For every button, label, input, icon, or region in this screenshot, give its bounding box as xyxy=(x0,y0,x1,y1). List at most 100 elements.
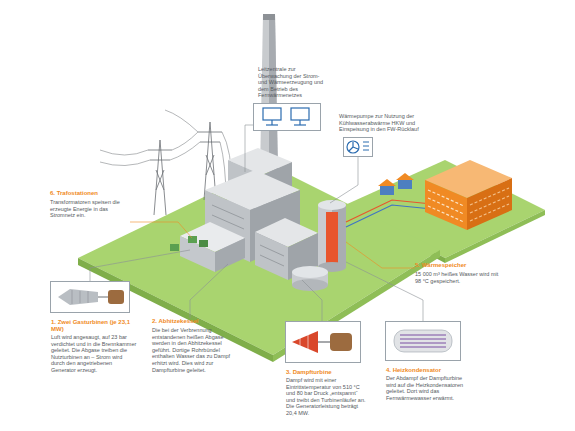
transformer-stations xyxy=(170,244,179,251)
houses xyxy=(470,204,509,221)
node-text-group: Wärmepumpe zur Nutzung der Kühlwasserabw… xyxy=(339,113,425,133)
houses xyxy=(428,206,464,222)
power-lines xyxy=(200,142,220,143)
power-lines xyxy=(170,142,200,160)
gas-turbine-icon xyxy=(80,291,81,303)
heat-storage-tank xyxy=(292,266,328,278)
power-lines xyxy=(148,150,172,151)
houses xyxy=(428,190,464,206)
houses xyxy=(378,179,396,186)
steam-turbine-icon xyxy=(285,321,361,363)
thumbnail-frame: 1. Zwei Gasturbinen (je 23,1 MW)Luft wir… xyxy=(50,281,130,313)
heat-storage-tank xyxy=(318,205,346,267)
power-lines xyxy=(198,132,222,133)
houses xyxy=(470,188,509,205)
heat-pump-icon xyxy=(349,142,358,151)
steam-turbine-icon xyxy=(308,335,309,349)
condenser-icon xyxy=(385,321,461,361)
district-heating-pipes xyxy=(346,205,432,227)
power-lines xyxy=(100,160,150,166)
leader-lines xyxy=(346,262,423,321)
power-lines xyxy=(156,170,164,190)
gas-turbine-icon xyxy=(98,297,108,298)
houses xyxy=(470,196,509,213)
leader-lines xyxy=(302,280,322,321)
power-lines xyxy=(150,160,170,161)
gas-turbine-icon xyxy=(108,290,124,304)
heat-pump-frame: Wärmepumpe zur Nutzung der Kühlwasserabw… xyxy=(343,137,373,157)
power-lines xyxy=(172,132,198,150)
thumbnail-frame: 4. HeizkondensatorDer Abdampf der Dampft… xyxy=(385,321,461,361)
houses xyxy=(380,186,394,195)
heat-pump-icon xyxy=(363,150,369,151)
houses xyxy=(398,180,412,189)
transformer-stations xyxy=(170,236,208,251)
gas-turbine-icon xyxy=(88,291,89,303)
steam-turbine-icon xyxy=(300,338,301,346)
leader-lines xyxy=(130,222,192,238)
leader-lines xyxy=(330,157,358,203)
plant-buildings xyxy=(260,245,284,256)
control-room-icon xyxy=(271,120,272,125)
power-lines xyxy=(165,110,198,132)
houses xyxy=(428,198,464,214)
node-text-group: Leitzentrale zur Überwachung der Strom- … xyxy=(258,66,324,99)
control-room-icon xyxy=(253,103,321,131)
houses xyxy=(378,160,512,230)
heat-pump-icon xyxy=(363,142,369,143)
thumbnail-frame: 3. DampfturbineDampf wird mit einer Eint… xyxy=(285,321,361,363)
leader-lines xyxy=(190,264,228,318)
condenser-icon xyxy=(394,330,452,352)
district-heating-pipes xyxy=(346,200,432,227)
condenser-icon xyxy=(400,343,446,344)
leader-lines xyxy=(90,250,190,281)
chimney xyxy=(263,14,275,20)
heat-pump-icon xyxy=(347,141,359,153)
control-room-icon xyxy=(266,124,278,125)
condenser-icon xyxy=(400,347,446,348)
plant-buildings xyxy=(255,232,288,280)
plant-buildings xyxy=(212,215,244,229)
power-lines xyxy=(206,155,214,175)
transformer-stations xyxy=(199,240,208,247)
steam-turbine-icon xyxy=(318,341,330,342)
condenser-icon xyxy=(400,335,446,336)
callout-heading: 3. Dampfturbine xyxy=(286,369,368,376)
steam-turbine-icon xyxy=(292,331,318,353)
callout-text: Die bei der Verbrennung entstandenen hei… xyxy=(152,327,238,373)
control-room-icon xyxy=(291,108,309,120)
power-lines xyxy=(100,150,148,155)
houses xyxy=(425,180,467,230)
houses xyxy=(396,173,414,180)
plant-buildings xyxy=(260,255,284,266)
control-room-icon xyxy=(294,124,306,125)
gas-turbine-icon xyxy=(50,281,130,313)
node-text-group: 1. Zwei Gasturbinen (je 23,1 MW)Luft wir… xyxy=(51,319,137,374)
leader-lines xyxy=(245,125,253,172)
gas-turbine-icon xyxy=(50,281,130,313)
condenser-icon xyxy=(400,339,446,340)
control-room-icon xyxy=(253,103,321,131)
gas-turbine-icon xyxy=(58,289,98,305)
heat-pump-icon xyxy=(343,137,373,157)
control-room-icon xyxy=(263,108,281,120)
district-heating-pipes xyxy=(346,200,432,222)
heat-pump-icon xyxy=(343,137,373,157)
leader-lines xyxy=(90,125,423,321)
condenser-icon xyxy=(385,321,461,361)
callout-text: Luft wird angesaugt, auf 23 bar verdicht… xyxy=(51,334,137,374)
houses xyxy=(467,178,512,230)
callout-text: Transformatoren speisen die erzeugte Ene… xyxy=(50,199,132,219)
callout-text: 15 000 m³ heißes Wasser wird mit 98 °C g… xyxy=(415,271,503,284)
control-room-icon xyxy=(299,120,300,125)
callout-heading: 2. Abhitzekessel xyxy=(152,318,238,325)
heat-storage-tank xyxy=(326,212,338,264)
transformer-stations xyxy=(188,236,197,243)
callout-heading: 1. Zwei Gasturbinen (je 23,1 MW) xyxy=(51,319,137,333)
heat-pump-icon xyxy=(363,146,369,147)
heat-storage-tank xyxy=(292,279,328,291)
callout-text: Der Abdampf der Dampfturbine wird auf di… xyxy=(386,375,466,401)
control-room-frame: Leitzentrale zur Überwachung der Strom- … xyxy=(253,103,321,131)
heat-storage-tank xyxy=(292,200,346,291)
